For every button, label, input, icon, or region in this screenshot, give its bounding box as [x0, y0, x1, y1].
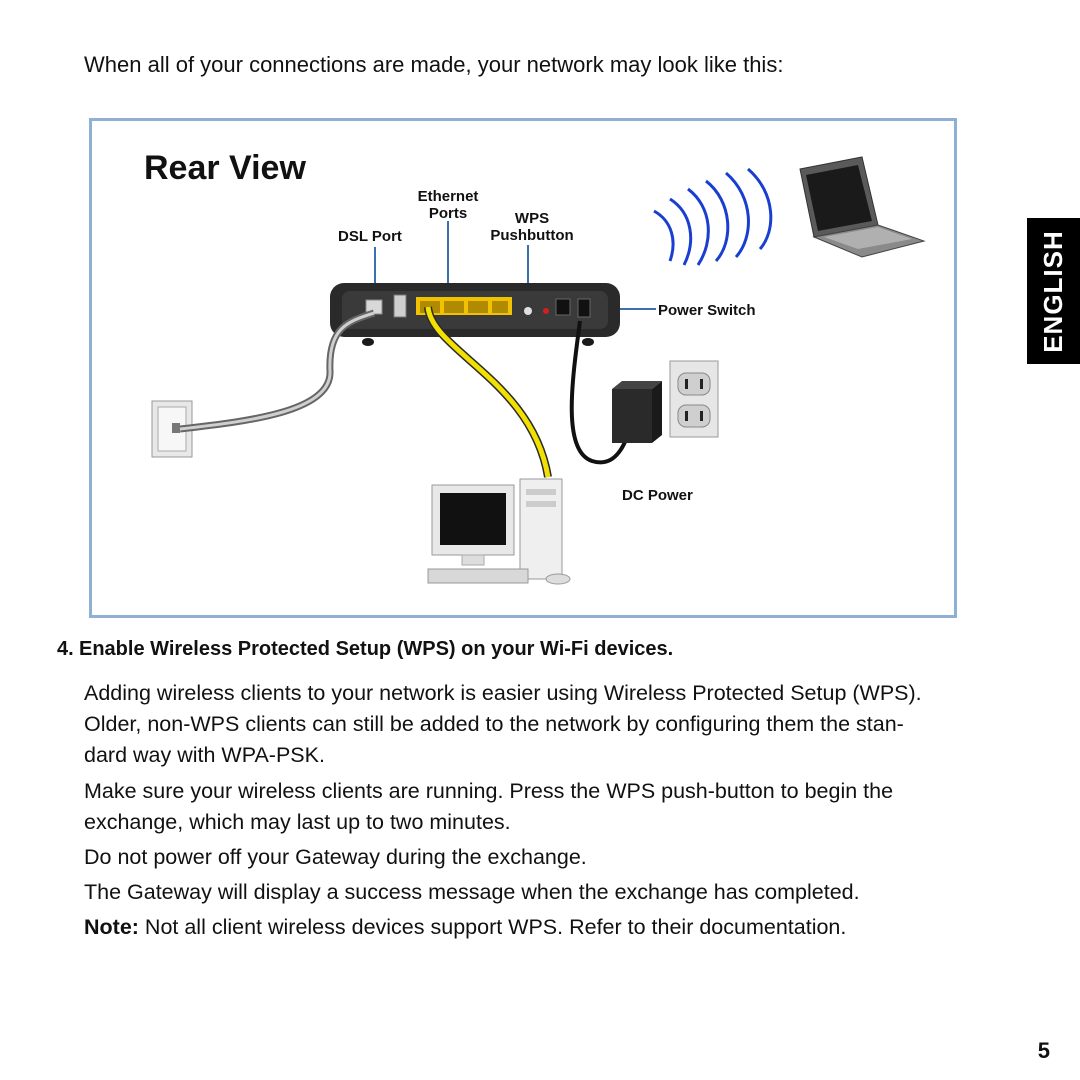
- rear-view-figure: Rear View Ethernet Ports WPS Pushbutton …: [89, 118, 957, 618]
- step-heading-text: Enable Wireless Protected Setup (WPS) on…: [79, 638, 674, 660]
- language-tab-label: ENGLISH: [1038, 229, 1069, 353]
- power-switch-label: Power Switch: [658, 302, 756, 319]
- language-tab: ENGLISH: [1027, 218, 1080, 364]
- paragraph-2-line-1: Make sure your wireless clients are runn…: [84, 779, 894, 803]
- paragraph-2-line-2: exchange, which may last up to two minut…: [84, 810, 511, 834]
- paragraph-1: Adding wireless clients to your network …: [84, 678, 1024, 771]
- note-text: Not all client wireless devices support …: [138, 915, 847, 939]
- step-number: 4.: [57, 638, 74, 660]
- step-heading: 4.Enable Wireless Protected Setup (WPS) …: [57, 638, 673, 661]
- wps-label-line1: WPS: [515, 210, 549, 227]
- power-adapter: [612, 381, 662, 443]
- ethernet-label-line1: Ethernet: [418, 188, 479, 205]
- wireless-signal-icon: [653, 167, 773, 266]
- paragraph-1-line-2: Older, non-WPS clients can still be adde…: [84, 712, 904, 736]
- intro-text: When all of your connections are made, y…: [84, 52, 784, 77]
- paragraph-1-line-1: Adding wireless clients to your network …: [84, 681, 922, 705]
- network-diagram: Rear View Ethernet Ports WPS Pushbutton …: [144, 149, 926, 585]
- wps-label-line2: Pushbutton: [490, 227, 573, 244]
- paragraph-1-line-3: dard way with WPA-PSK.: [84, 743, 325, 767]
- figure-title: Rear View: [144, 149, 306, 187]
- usb-port: [393, 294, 407, 318]
- note-paragraph: Note: Not all client wireless devices su…: [84, 912, 1024, 943]
- power-switch: [577, 298, 591, 318]
- dsl-port-label: DSL Port: [338, 228, 402, 245]
- paragraph-2: Make sure your wireless clients are runn…: [84, 776, 1024, 838]
- ethernet-label-line2: Ports: [429, 205, 467, 222]
- dc-power-label: DC Power: [622, 487, 693, 504]
- power-cable: [569, 320, 634, 465]
- wps-button: [524, 307, 532, 315]
- paragraph-3: Do not power off your Gateway during the…: [84, 845, 587, 869]
- dsl-cable: [179, 309, 376, 433]
- router-rear-panel: [330, 283, 620, 346]
- page-number: 5: [1037, 1038, 1050, 1063]
- laptop-computer: [799, 156, 926, 258]
- desktop-computer: [427, 478, 571, 585]
- paragraph-4: The Gateway will display a success messa…: [84, 880, 860, 904]
- note-label: Note:: [84, 915, 139, 939]
- wall-outlet: [669, 360, 719, 438]
